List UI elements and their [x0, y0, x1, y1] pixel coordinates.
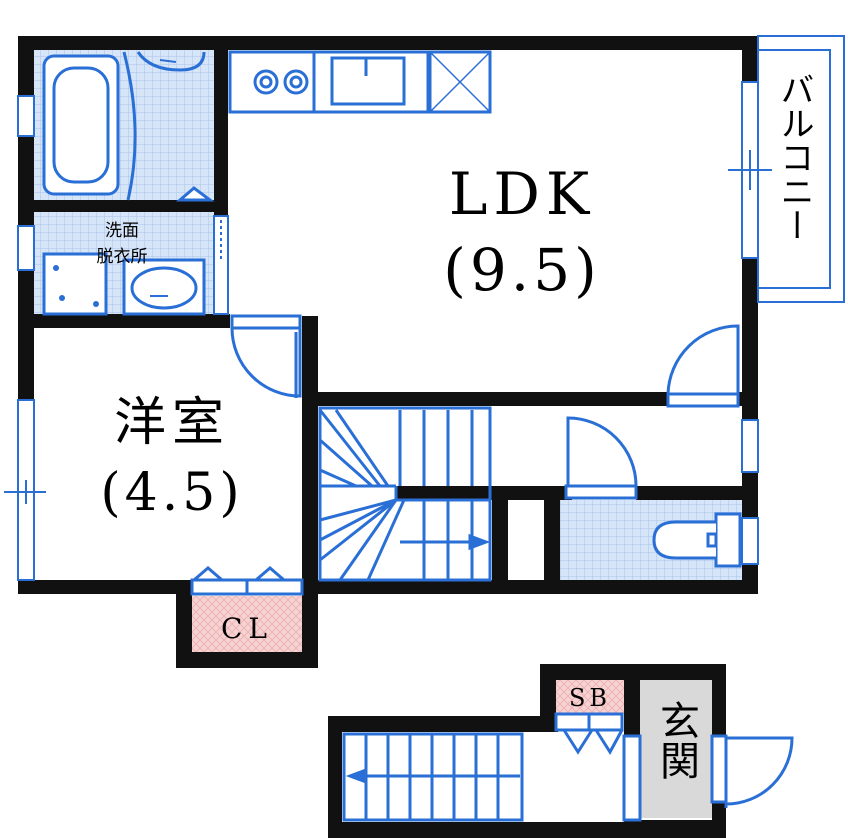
stairs-lower [342, 732, 524, 822]
shoebox-floor [556, 680, 624, 714]
closet-label: CL [221, 612, 273, 645]
washroom-label-line1: 洗面 [105, 221, 139, 241]
balcony-label: バルコニー [774, 72, 814, 242]
doors [190, 314, 794, 822]
ldk-size: (9.5) [443, 236, 601, 304]
western-room-size: (4.5) [100, 463, 243, 523]
washroom-fixtures [42, 215, 229, 316]
bathtub [42, 54, 120, 196]
kitchen [228, 50, 492, 114]
ldk-name: LDK [449, 160, 595, 228]
walls [18, 36, 758, 668]
closet-floor [192, 596, 302, 652]
toilet [652, 512, 742, 568]
balcony [728, 35, 845, 303]
bath-fixtures [122, 51, 215, 202]
entrance-floor [640, 678, 712, 818]
lower-walls [328, 664, 726, 838]
window-marker [4, 480, 46, 504]
washroom-label-line2: 脱衣所 [97, 247, 148, 267]
shoebox-label: SB [569, 684, 611, 712]
entrance-label: 玄関 [653, 700, 699, 780]
western-room-name: 洋室 [114, 393, 230, 453]
stairs-upper [318, 406, 492, 582]
